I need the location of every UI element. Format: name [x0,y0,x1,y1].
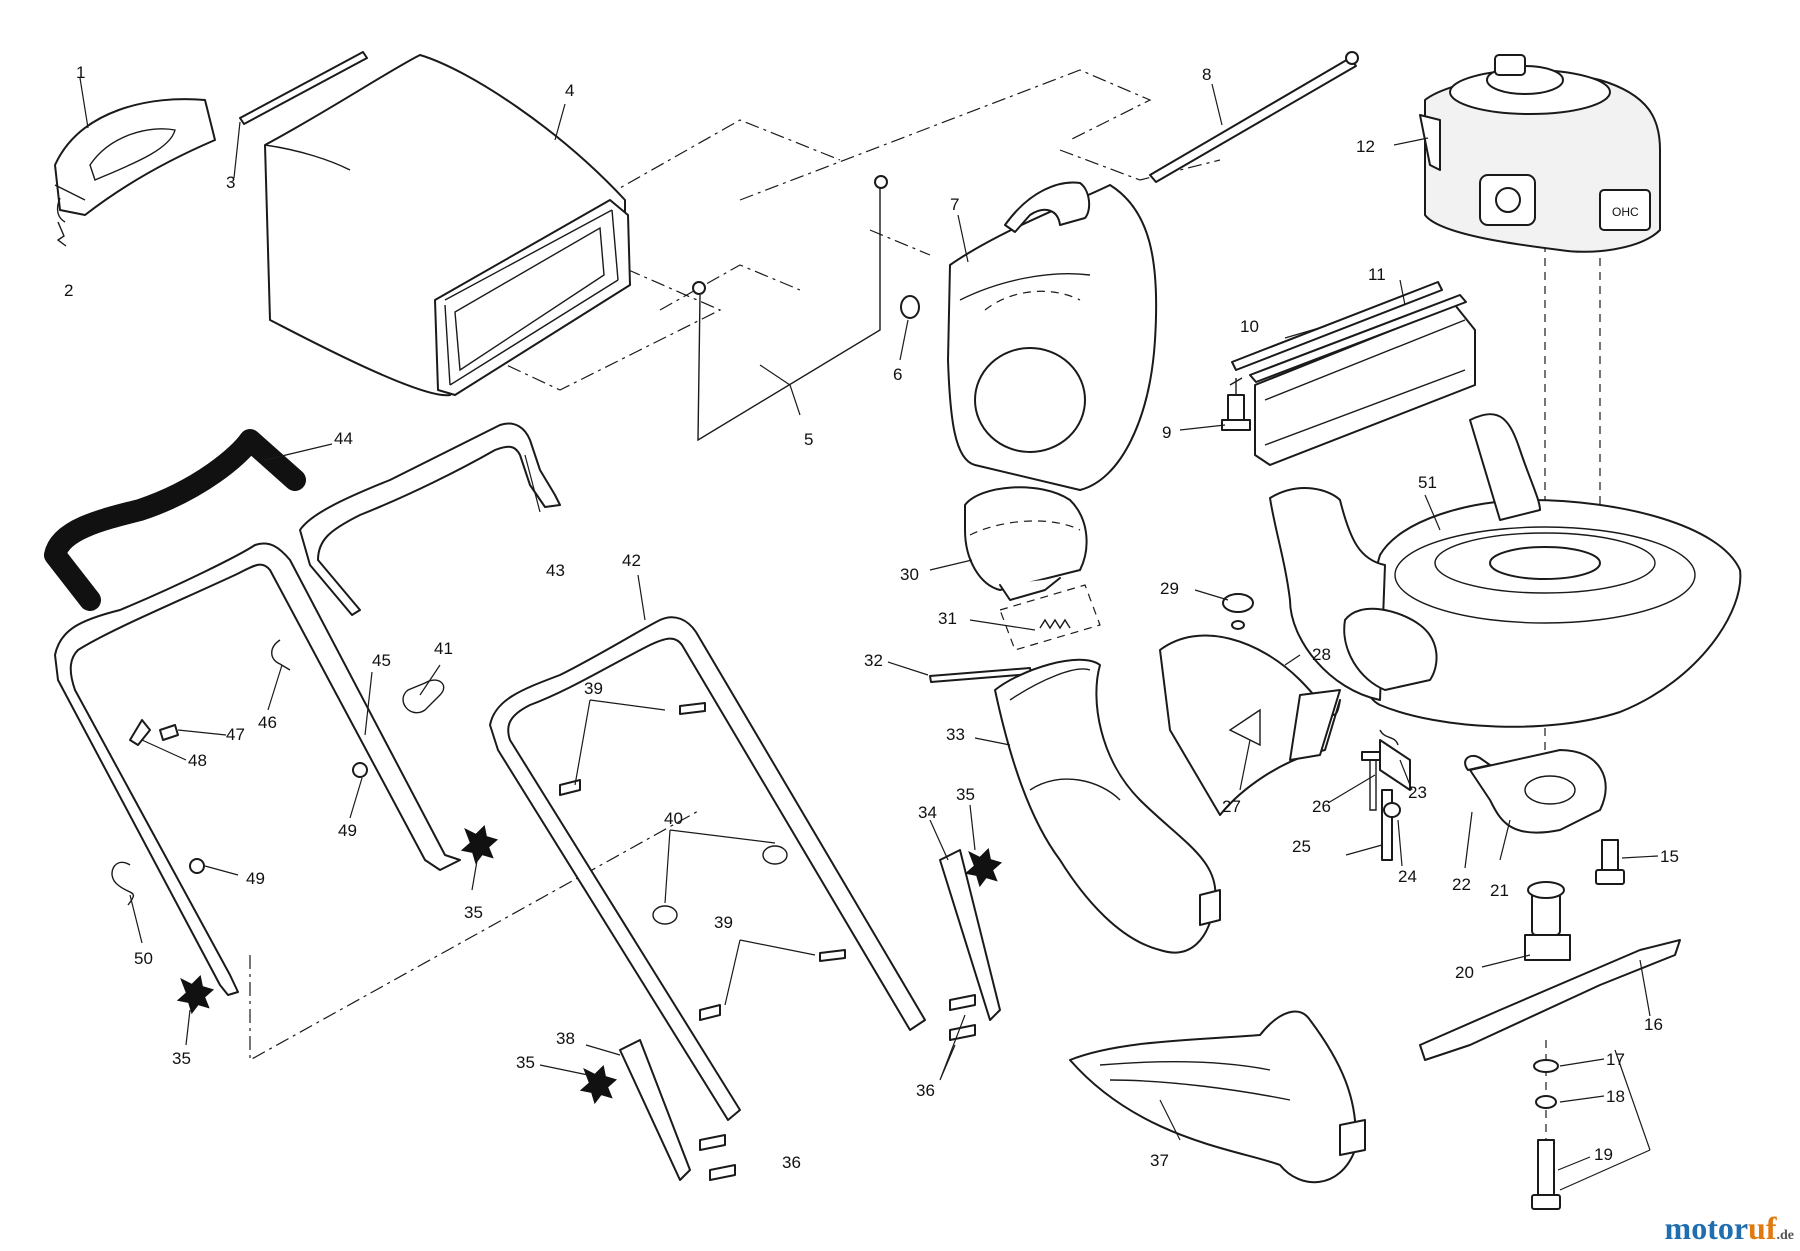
engine-part: OHC [1419,54,1661,253]
callout-20: 20 [1455,963,1474,982]
callout-5: 5 [804,430,813,449]
callout-2: 2 [64,281,73,300]
bag-frame-wire-part [692,175,888,442]
callout-10: 10 [1240,317,1259,336]
rear-door-part [947,181,1158,491]
callout-41: 41 [434,639,453,658]
callout-49-b: 49 [246,869,265,888]
callout-15: 15 [1660,847,1679,866]
callout-39-b: 39 [714,913,733,932]
clip-part [56,221,67,247]
foam-grip-part [44,429,306,611]
callout-46: 46 [258,713,277,732]
callout-35-a: 35 [956,785,975,804]
callout-21: 21 [1490,881,1509,900]
upper-handle-left-part [54,542,461,996]
long-rod-part [1149,51,1359,183]
deflector-cap-part [964,486,1088,601]
mulch-plug-part [1159,634,1341,816]
washer-part [900,295,920,319]
callout-24: 24 [1398,867,1417,886]
callout-29: 29 [1160,579,1179,598]
height-adjuster-parts [1361,729,1411,861]
watermark-main: motor [1664,1210,1749,1246]
watermark-accent: uf [1748,1210,1777,1246]
callout-30: 30 [900,565,919,584]
callout-9: 9 [1162,423,1171,442]
callout-22: 22 [1452,875,1471,894]
callout-12: 12 [1356,137,1375,156]
callout-45: 45 [372,651,391,670]
callout-33: 33 [946,725,965,744]
blade-hardware-parts [1419,749,1681,1210]
mower-deck-part [1269,413,1742,728]
callout-31: 31 [938,609,957,628]
rod-part [239,51,368,125]
knob-part [1222,593,1254,630]
callout-36-a: 36 [916,1081,935,1100]
callout-40: 40 [664,809,683,828]
callout-35-c: 35 [172,1049,191,1068]
star-knob-fasteners [176,824,1003,1105]
callout-7: 7 [950,195,959,214]
callout-47: 47 [226,725,245,744]
callout-44: 44 [334,429,353,448]
callout-43: 43 [546,561,565,580]
callout-26: 26 [1312,797,1331,816]
svg-text:OHC: OHC [1612,205,1639,219]
control-bail-part [299,422,561,616]
side-deflector-part [1069,1010,1366,1184]
callout-34: 34 [918,803,937,822]
bolts-and-washers [111,639,976,1181]
callout-leaders [79,77,1659,1191]
callout-37: 37 [1150,1151,1169,1170]
callout-50: 50 [134,949,153,968]
callout-51: 51 [1418,473,1437,492]
rear-flap-part [1221,281,1476,466]
callout-17: 17 [1606,1050,1625,1069]
watermark-tld: .de [1776,1228,1795,1243]
discharge-chute-part [994,658,1221,954]
callout-28: 28 [1312,645,1331,664]
side-brackets-part [619,849,1001,1181]
callout-4: 4 [565,81,574,100]
callout-1: 1 [76,63,85,82]
callout-35-b: 35 [464,903,483,922]
callout-48: 48 [188,751,207,770]
callout-11: 11 [1368,265,1386,284]
grass-bag-part [264,54,631,397]
callout-23: 23 [1408,783,1427,802]
callout-42: 42 [622,551,641,570]
callout-3: 3 [226,173,235,192]
spring-part [999,584,1101,651]
callout-6: 6 [893,365,902,384]
callout-39-a: 39 [584,679,603,698]
lower-handle-part [489,616,926,1121]
callout-36-b: 36 [782,1153,801,1172]
callout-25: 25 [1292,837,1311,856]
callout-19: 19 [1594,1145,1613,1164]
callout-27: 27 [1222,797,1241,816]
callout-8: 8 [1202,65,1211,84]
callout-35-d: 35 [516,1053,535,1072]
site-watermark: motoruf.de [1665,1210,1794,1247]
callout-32: 32 [864,651,883,670]
callout-labels: 1 2 3 4 5 6 7 8 9 10 11 12 15 16 17 18 1… [64,63,1679,1172]
callout-49-a: 49 [338,821,357,840]
callout-38: 38 [556,1029,575,1048]
grip-cover-part [54,98,216,223]
callout-16: 16 [1644,1015,1663,1034]
callout-18: 18 [1606,1087,1625,1106]
